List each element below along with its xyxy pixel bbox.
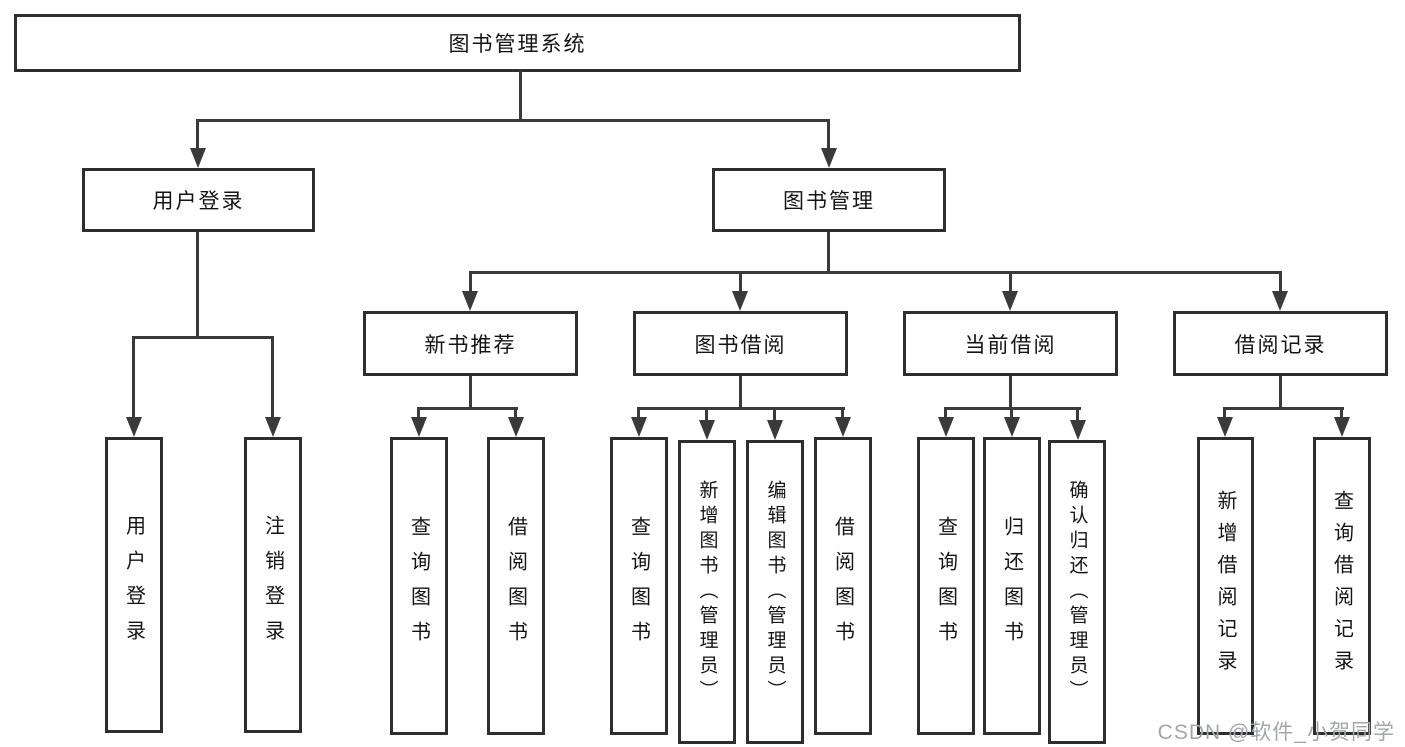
connector-records-stem [1279,376,1282,409]
node-current-borrowing: 当前借阅 [903,311,1118,376]
node-book-management: 图书管理 [712,168,946,232]
node-book-borrowing-label: 图书借阅 [694,333,787,357]
node-new-book-recommend: 新书推荐 [363,311,578,376]
connector-recommend-rail [417,407,518,410]
connector-level3-drop [1009,271,1012,294]
connector-root-stem [519,71,522,121]
node-book-management-label: 图书管理 [783,190,875,213]
arrowhead [190,148,206,168]
leaf-recommend-borrow-books-label: 借阅图书 [504,516,527,656]
node-root: 图书管理系统 [14,14,1021,72]
connector-book-mgmt-rail [469,271,1282,274]
leaf-current-confirm-return-label: 确认归还（管理员） [1066,479,1088,705]
arrowhead [126,417,142,437]
leaf-borrowing-add-books: 新增图书（管理员） [678,440,736,744]
arrowhead [1002,291,1018,311]
leaf-recommend-query-books: 查询图书 [390,437,448,735]
arrowhead [508,417,524,437]
leaf-logout: 注销登录 [244,437,302,733]
node-user-login: 用户登录 [82,168,315,232]
arrowhead [1217,417,1233,437]
arrowhead [732,291,748,311]
leaf-borrowing-borrow-books: 借阅图书 [814,437,872,735]
connector-leaf-drop [132,336,135,419]
leaf-current-confirm-return: 确认归还（管理员） [1048,440,1106,744]
leaf-borrowing-query-books: 查询图书 [610,437,668,735]
connector-leaf-drop [1010,407,1013,420]
leaf-borrowing-borrow-books-label: 借阅图书 [831,516,854,656]
connector-records-rail [1223,407,1344,410]
leaf-user-login-label: 用户登录 [122,515,145,655]
connector-user-login-drop [196,119,199,150]
node-root-label: 图书管理系统 [448,33,587,56]
leaf-recommend-borrow-books: 借阅图书 [487,437,545,735]
connector-leaf-drop [1223,407,1226,420]
leaf-borrowing-query-books-label: 查询图书 [627,516,650,656]
connector-leaf-drop [417,407,420,420]
connector-leaf-drop [944,407,947,420]
leaf-current-return-books-label: 归还图书 [1000,516,1023,656]
arrowhead [462,291,478,311]
leaf-records-add-record: 新增借阅记录 [1197,437,1254,735]
arrowhead [821,148,837,168]
leaf-borrowing-edit-books-label: 编辑图书（管理员） [764,479,786,705]
connector-book-mgmt-drop [827,119,830,150]
connector-borrowing-stem [739,376,742,409]
connector-user-login-rail [132,336,274,339]
connector-level3-drop [739,271,742,294]
arrowhead [938,417,954,437]
connector-level3-drop [469,271,472,294]
arrowhead [1272,291,1288,311]
connector-recommend-stem [469,376,472,409]
leaf-borrowing-edit-books: 编辑图书（管理员） [746,440,804,744]
leaf-user-login: 用户登录 [105,437,163,733]
connector-leaf-drop [841,407,844,420]
arrowhead [699,420,715,440]
connector-book-mgmt-stem [827,232,830,274]
connector-leaf-drop [773,407,776,421]
watermark: CSDN @软件_小贺同学 [1157,721,1395,744]
connector-leaf-drop [637,407,640,420]
connector-current-stem [1009,376,1012,409]
connector-leaf-drop [1076,407,1079,421]
arrowhead [631,417,647,437]
arrowhead [767,420,783,440]
arrowhead [1334,417,1350,437]
leaf-records-query-record-label: 查询借阅记录 [1330,490,1353,682]
leaf-current-query-books: 查询图书 [917,437,975,735]
node-current-borrowing-label: 当前借阅 [964,333,1057,357]
connector-leaf-drop [514,407,517,420]
connector-leaf-drop [705,407,708,421]
node-borrowing-records-label: 借阅记录 [1234,333,1327,357]
leaf-records-add-record-label: 新增借阅记录 [1214,490,1236,682]
connector-leaf-drop [271,336,274,419]
connector-borrowing-rail [637,407,845,410]
leaf-current-return-books: 归还图书 [983,437,1041,735]
leaf-logout-label: 注销登录 [261,515,284,655]
connector-root-rail [196,119,830,122]
node-book-borrowing: 图书借阅 [633,311,848,376]
connector-level3-drop [1279,271,1282,294]
leaf-borrowing-add-books-label: 新增图书（管理员） [696,479,718,705]
arrowhead [835,417,851,437]
connector-leaf-drop [1340,407,1343,420]
leaf-records-query-record: 查询借阅记录 [1313,437,1371,735]
arrowhead [411,417,427,437]
leaf-recommend-query-books-label: 查询图书 [407,516,430,656]
node-user-login-label: 用户登录 [152,190,245,213]
arrowhead [265,417,281,437]
arrowhead [1004,417,1020,437]
node-new-book-recommend-label: 新书推荐 [424,333,517,357]
arrowhead [1070,420,1086,440]
connector-user-login-stem [196,232,199,339]
leaf-current-query-books-label: 查询图书 [934,516,957,656]
node-borrowing-records: 借阅记录 [1173,311,1388,376]
